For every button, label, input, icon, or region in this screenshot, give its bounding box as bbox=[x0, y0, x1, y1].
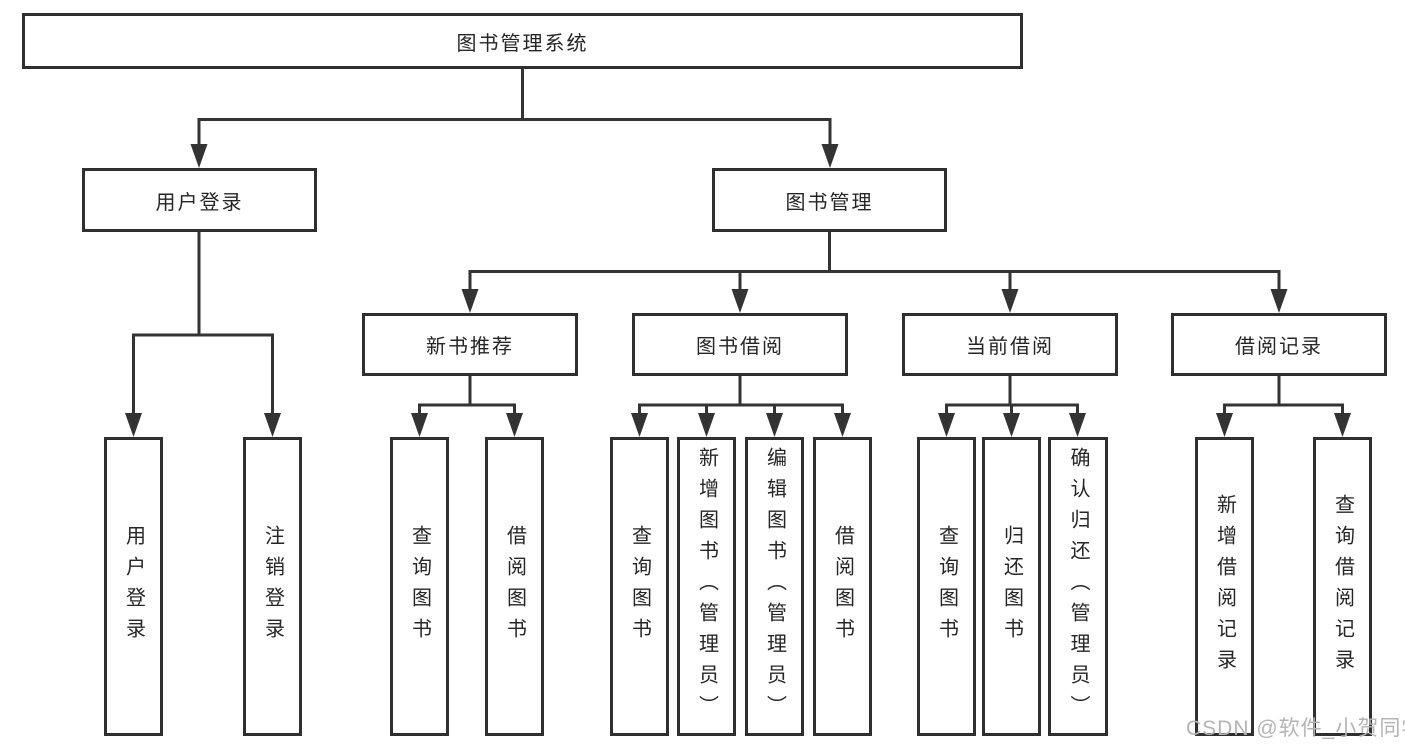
node-user-login: 用户登录 bbox=[82, 168, 317, 232]
leaf-confirm-return-admin-label: 确认归还（管理员） bbox=[1067, 447, 1089, 726]
leaf-add-book-admin-label: 新增图书（管理员） bbox=[695, 447, 718, 726]
connector-borrow-to-leaves bbox=[638, 374, 844, 418]
connector-bookmgmt-to-level3 bbox=[468, 230, 1281, 294]
arrowheads bbox=[125, 144, 1351, 437]
node-borrow-records-label: 借阅记录 bbox=[1235, 336, 1323, 358]
node-book-borrow: 图书借阅 bbox=[632, 313, 848, 376]
leaf-newbook-borrow-book: 借阅图书 bbox=[485, 437, 544, 736]
leaf-current-query-book: 查询图书 bbox=[917, 437, 976, 736]
node-book-management-label: 图书管理 bbox=[785, 191, 874, 214]
node-book-management: 图书管理 bbox=[712, 168, 947, 232]
node-borrow-records: 借阅记录 bbox=[1171, 313, 1387, 376]
leaf-user-login: 用户登录 bbox=[104, 437, 163, 736]
leaf-query-borrow-record: 查询借阅记录 bbox=[1313, 437, 1372, 736]
connector-records-to-leaves bbox=[1223, 374, 1344, 418]
arrowhead bbox=[631, 413, 648, 437]
node-root-system-label: 图书管理系统 bbox=[456, 32, 589, 55]
arrowhead bbox=[1216, 413, 1233, 437]
leaf-borrow-query-book-label: 查询图书 bbox=[628, 524, 651, 649]
node-new-book-recommend-label: 新书推荐 bbox=[426, 336, 514, 358]
leaf-logout: 注销登录 bbox=[243, 437, 302, 736]
arrowhead bbox=[1334, 413, 1351, 437]
arrowhead bbox=[411, 413, 428, 437]
leaf-borrow-borrow-book-label: 借阅图书 bbox=[831, 524, 854, 649]
leaf-edit-book-admin-label: 编辑图书（管理员） bbox=[763, 447, 786, 726]
leaf-user-login-label: 用户登录 bbox=[122, 524, 145, 649]
node-book-borrow-label: 图书借阅 bbox=[696, 336, 784, 358]
leaf-logout-label: 注销登录 bbox=[261, 524, 284, 649]
connector-userlogin-to-leaves bbox=[132, 230, 274, 418]
arrowhead bbox=[1003, 413, 1020, 437]
arrowhead bbox=[698, 413, 715, 437]
node-new-book-recommend: 新书推荐 bbox=[362, 313, 578, 376]
node-current-borrow: 当前借阅 bbox=[902, 313, 1118, 376]
arrowhead bbox=[834, 413, 851, 437]
leaf-confirm-return-admin: 确认归还（管理员） bbox=[1048, 437, 1108, 736]
leaf-newbook-query-book-label: 查询图书 bbox=[408, 524, 431, 649]
leaf-add-borrow-record-label: 新增借阅记录 bbox=[1213, 493, 1236, 680]
leaf-newbook-borrow-book-label: 借阅图书 bbox=[503, 524, 526, 649]
arrowhead bbox=[506, 413, 523, 437]
node-root-system: 图书管理系统 bbox=[22, 13, 1023, 69]
leaf-query-borrow-record-label: 查询借阅记录 bbox=[1331, 493, 1354, 680]
arrowhead bbox=[264, 413, 281, 437]
arrowhead bbox=[190, 144, 208, 168]
arrowhead bbox=[1270, 289, 1288, 313]
arrowhead bbox=[1001, 289, 1019, 313]
csdn-watermark: CSDN @软件_小贺同学 bbox=[1186, 717, 1405, 740]
connector-root-to-level2 bbox=[197, 67, 832, 149]
arrowhead bbox=[938, 413, 955, 437]
connector-current-to-leaves bbox=[945, 374, 1079, 418]
leaf-edit-book-admin: 编辑图书（管理员） bbox=[745, 437, 804, 736]
leaf-add-borrow-record: 新增借阅记录 bbox=[1195, 437, 1254, 736]
leaf-borrow-query-book: 查询图书 bbox=[610, 437, 669, 736]
leaf-newbook-query-book: 查询图书 bbox=[390, 437, 449, 736]
arrowhead bbox=[1069, 413, 1086, 437]
arrowhead bbox=[766, 413, 783, 437]
node-user-login-label: 用户登录 bbox=[155, 191, 244, 214]
leaf-current-query-book-label: 查询图书 bbox=[935, 524, 958, 649]
leaf-return-book: 归还图书 bbox=[982, 437, 1041, 736]
leaf-return-book-label: 归还图书 bbox=[1000, 524, 1023, 649]
arrowhead bbox=[821, 144, 839, 168]
arrowhead bbox=[461, 289, 479, 313]
leaf-borrow-borrow-book: 借阅图书 bbox=[813, 437, 872, 736]
arrowhead bbox=[125, 413, 142, 437]
node-current-borrow-label: 当前借阅 bbox=[966, 336, 1054, 358]
arrowhead bbox=[731, 289, 749, 313]
connector-newbook-to-leaves bbox=[418, 374, 516, 418]
leaf-add-book-admin: 新增图书（管理员） bbox=[677, 437, 736, 736]
